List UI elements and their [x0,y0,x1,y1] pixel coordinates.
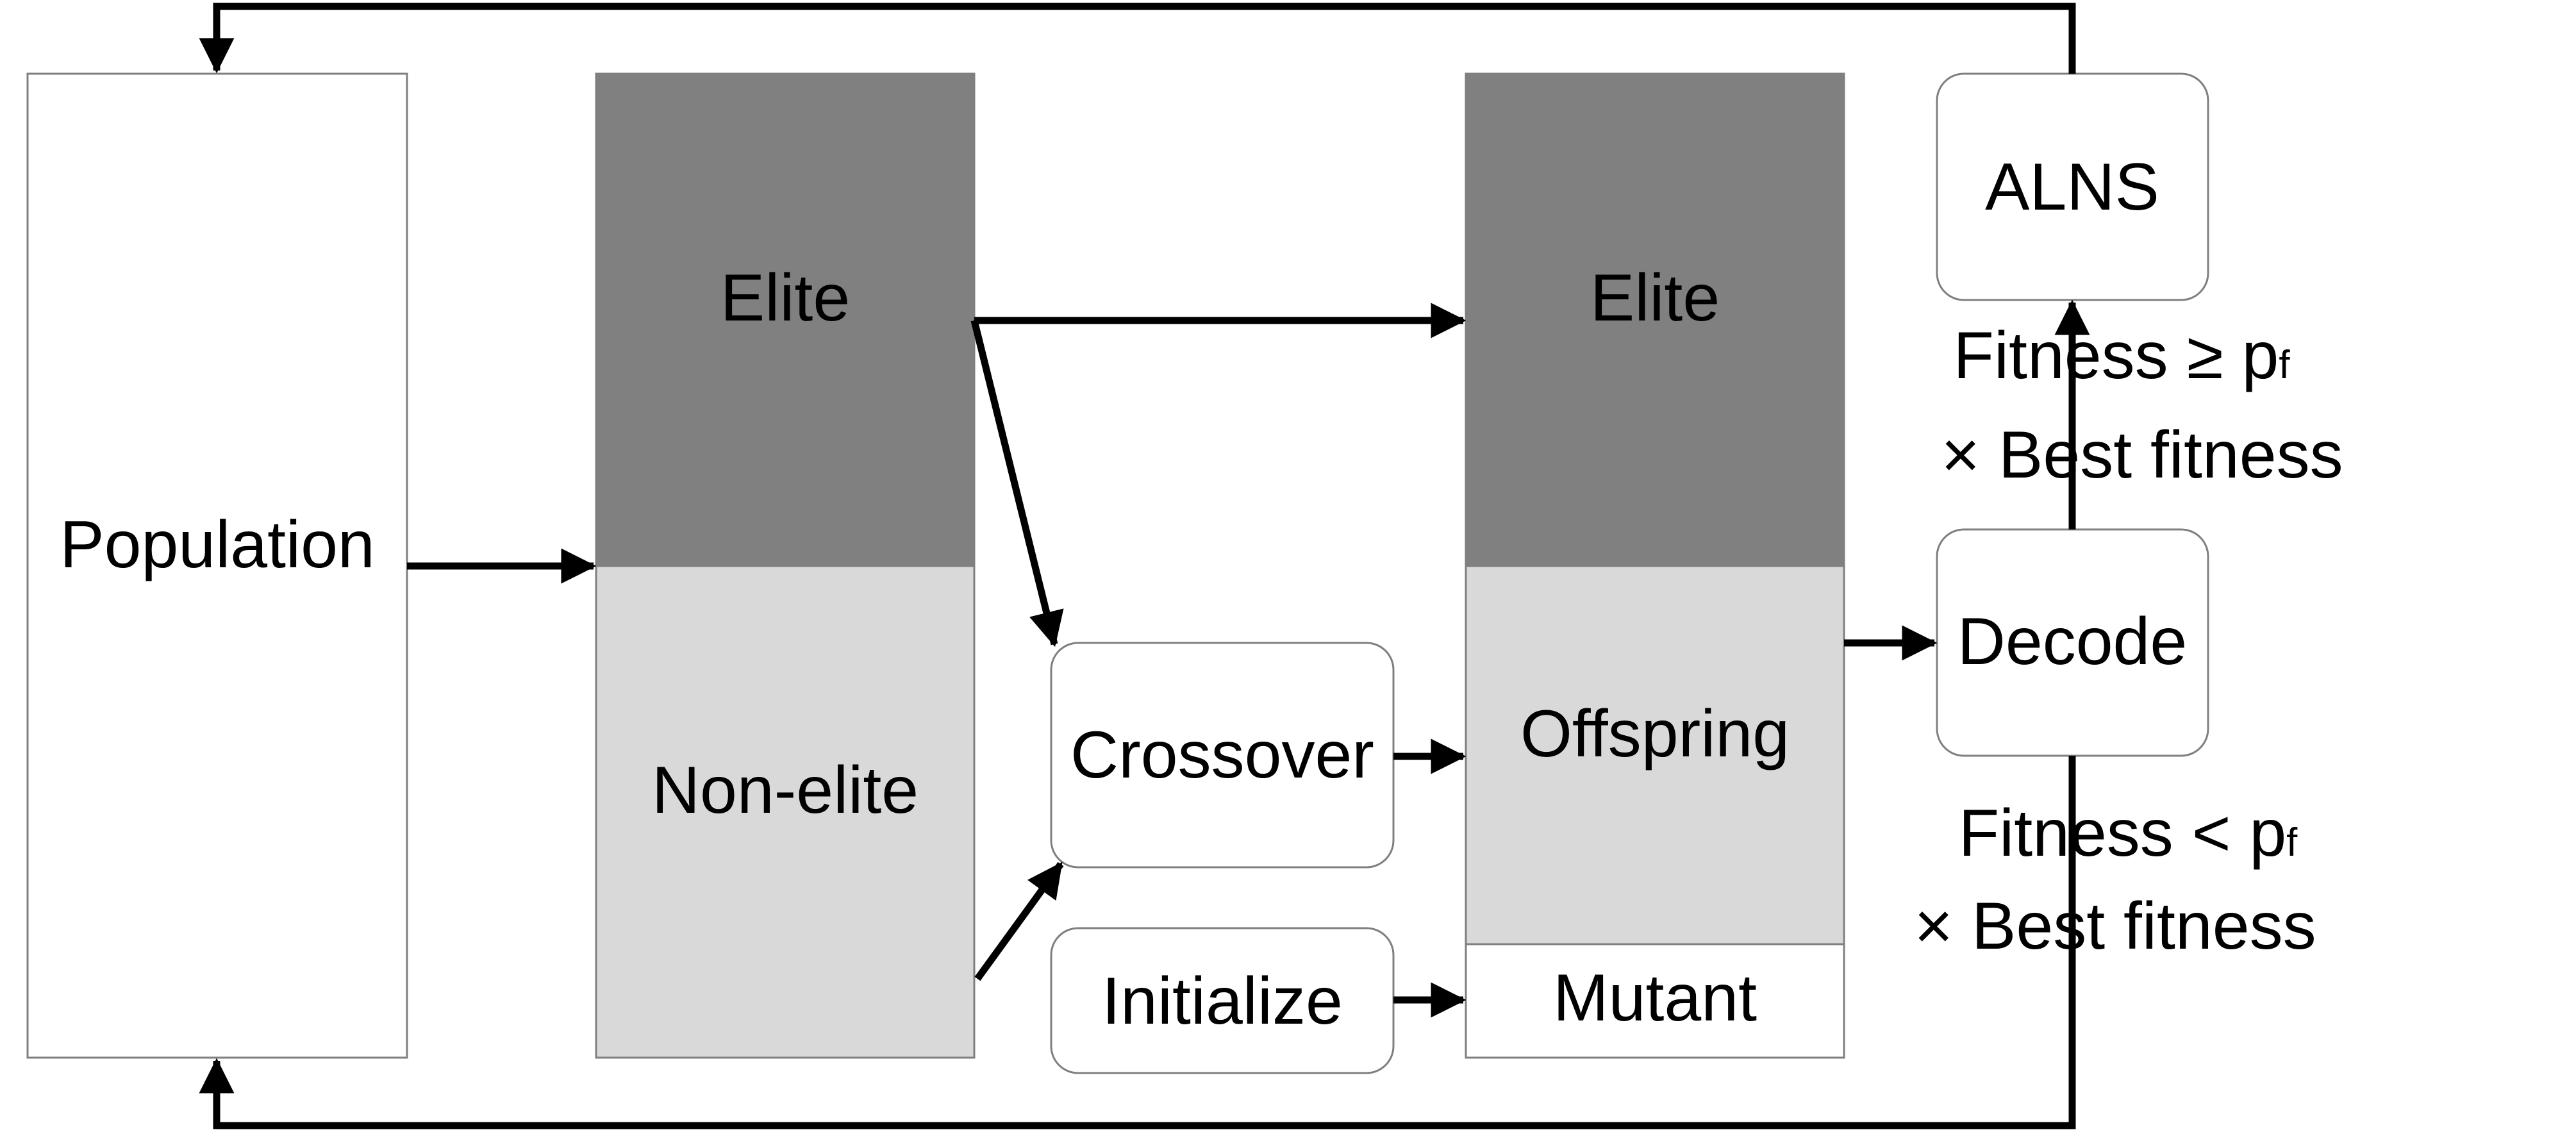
current-elite-label: Elite [720,261,850,335]
offspring-label: Offspring [1520,697,1790,771]
current-elite-box [595,72,976,567]
initialize-label: Initialize [1102,964,1343,1038]
elite-to-crossover-arrow [970,319,1064,647]
current-non-elite-box [595,565,976,1059]
upper-condition-line2: × Best fitness [1941,418,2343,492]
upper-condition-line1: Fitness ≥ pf [1953,319,2290,393]
population-box [26,72,408,1059]
current-non-elite-label: Non-elite [652,753,918,828]
next-elite-label: Elite [1590,261,1720,335]
offspring-box [1465,565,1845,945]
lower-condition-line2: × Best fitness [1914,889,2316,963]
alns-label: ALNS [1985,150,2159,224]
population-label: Population [60,508,375,582]
non-elite-to-crossover-arrow [974,861,1064,981]
next-elite-box [1465,72,1845,567]
crossover-label: Crossover [1070,718,1374,792]
mutant-label: Mutant [1553,961,1757,1035]
alns-feedback-arrow [199,3,2076,74]
mutant-box [1465,943,1845,1059]
lower-condition-line1: Fitness < pf [1959,796,2298,870]
decode-feedback-arrow [199,756,2076,1129]
decode-label: Decode [1957,604,2187,679]
